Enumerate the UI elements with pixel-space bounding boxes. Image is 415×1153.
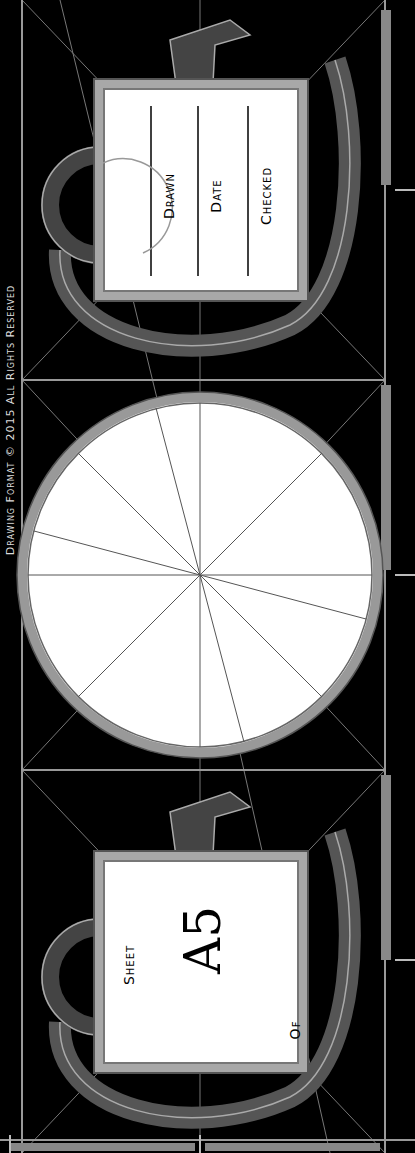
sheet-size: A5 (178, 906, 228, 974)
copyright-note: Drawing Format © 2015 All Rights Reserve… (5, 285, 16, 555)
title-block-box: Sheet A5Of (95, 852, 307, 1072)
drawn-field: Drawn (162, 173, 176, 219)
title-block-box: Drawn Date Checked (95, 80, 307, 300)
date-field: Date (209, 179, 223, 212)
checked-field: Checked (259, 167, 273, 225)
sheet-field: Sheet (122, 945, 136, 985)
of-field: Of (288, 1021, 302, 1040)
